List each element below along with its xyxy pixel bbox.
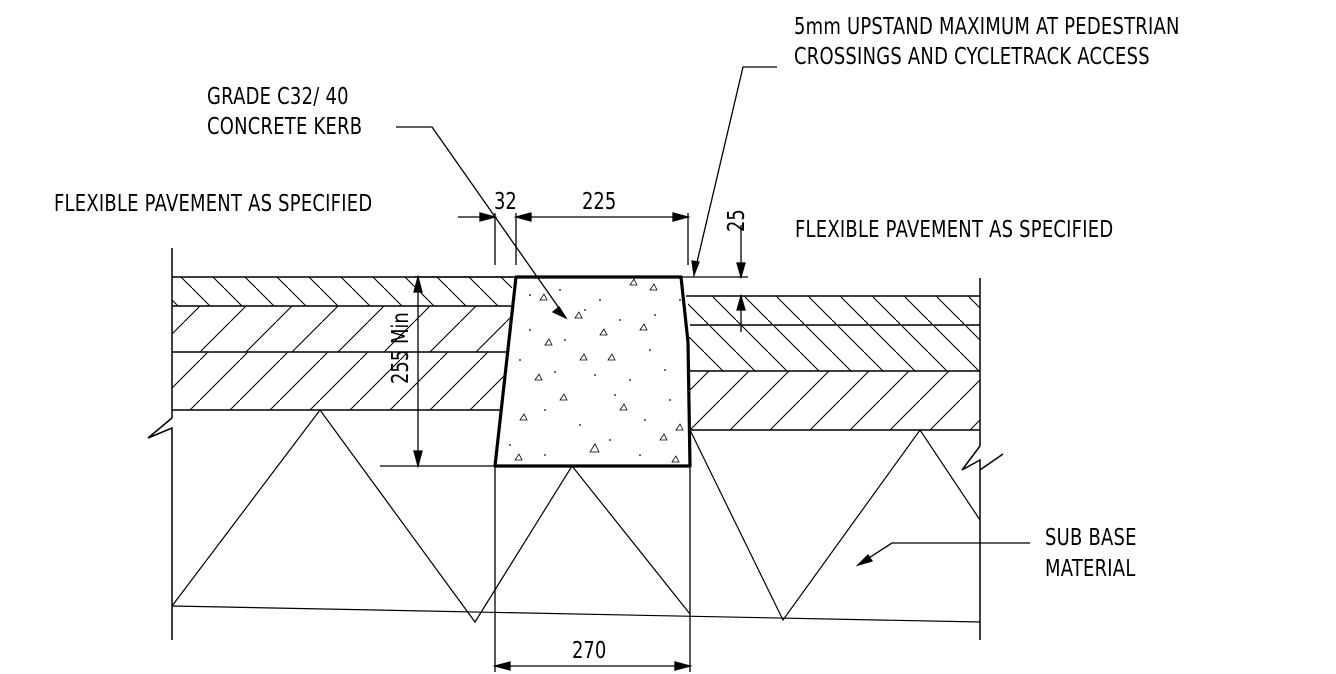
depth-dimension-lines	[380, 274, 512, 469]
kerb-note-line1: GRADE C32/ 40	[207, 84, 349, 110]
left-pavement-layers	[172, 276, 515, 411]
right-break-line	[961, 278, 1004, 640]
subbase-label-line2: MATERIAL	[1045, 556, 1136, 582]
sub-base-material	[171, 408, 981, 624]
upstand-note-line2: CROSSINGS AND CYCLETRACK ACCESS	[794, 44, 1150, 70]
dim-batter-32: 32	[494, 189, 517, 215]
subbase-label-line1: SUB BASE	[1045, 525, 1137, 551]
dim-depth-255-min: 255 Min	[388, 312, 414, 384]
pavement-right-label: FLEXIBLE PAVEMENT AS SPECIFIED	[795, 217, 1114, 243]
pavement-left-label: FLEXIBLE PAVEMENT AS SPECIFIED	[54, 191, 373, 217]
dim-base-width-270: 270	[572, 638, 607, 664]
kerb-leader	[396, 126, 568, 320]
upstand-dimension-lines	[681, 225, 748, 332]
concrete-kerb	[493, 275, 692, 468]
kerb-aggregate-pattern	[514, 278, 684, 463]
base-dimension-lines	[492, 466, 693, 672]
right-pavement-layers	[686, 295, 980, 431]
top-dimension-lines	[458, 212, 691, 265]
left-break-line	[147, 248, 173, 640]
upstand-note-line1: 5mm UPSTAND MAXIMUM AT PEDESTRIAN	[794, 14, 1180, 40]
upstand-leader	[691, 66, 777, 278]
dim-upstand-25: 25	[724, 209, 750, 232]
kerb-dots	[509, 289, 681, 456]
subbase-leader	[855, 542, 1030, 567]
dim-top-width-225: 225	[582, 189, 617, 215]
kerb-note-line2: CONCRETE KERB	[207, 114, 363, 140]
